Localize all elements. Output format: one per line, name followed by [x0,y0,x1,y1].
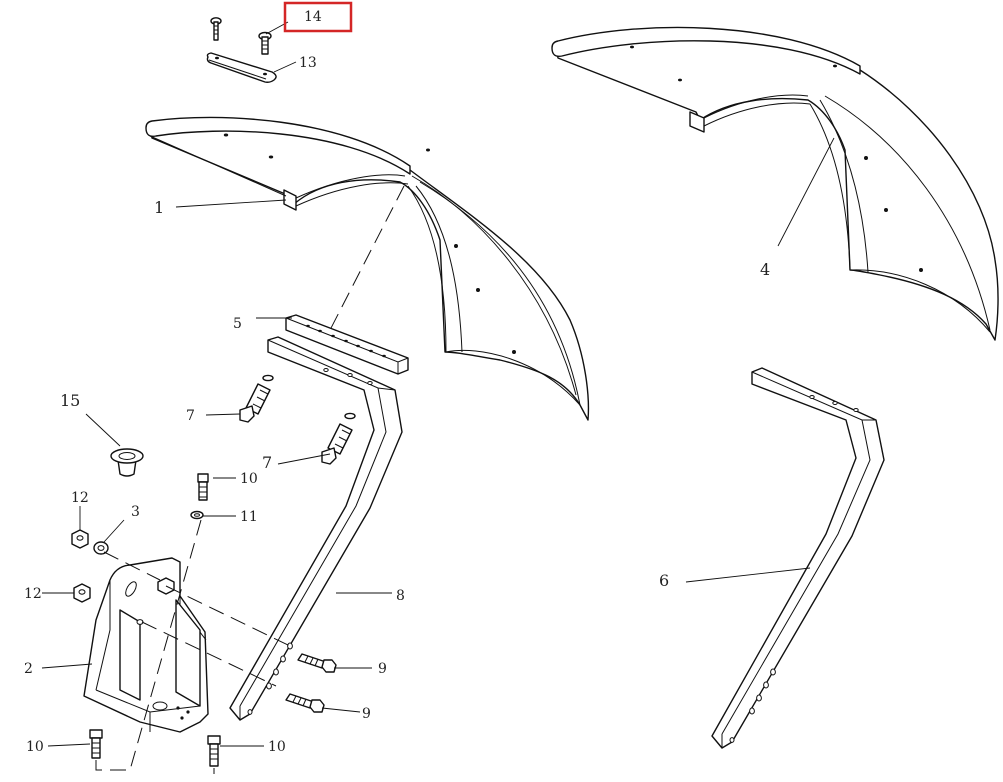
fender-left [145,116,590,421]
mounting-bracket [83,557,209,733]
callout-14-highlight-box [283,1,353,33]
assembly-lines [95,185,405,774]
leader-lines [41,137,835,747]
mounting-bar [285,314,409,375]
bolt-9-upper [297,653,337,673]
bushing [110,448,144,477]
bolt-10-top [197,473,209,501]
callout-13: 13 [299,55,317,71]
support-arm-right [711,367,885,749]
callout-9-lower: 9 [362,706,371,722]
callout-14: 14 [304,9,322,25]
lock-washer-11 [190,510,204,520]
callout-labels: 1 2 3 4 5 6 7 7 8 9 9 10 10 10 11 12 12 … [24,9,770,755]
callout-10-bottom-left: 10 [26,739,44,755]
bolt-7-upper [239,374,274,423]
bolt-9-lower [285,693,325,713]
bolt-10-bottom-right [207,735,221,767]
strap-plate-assembly [206,17,297,83]
callout-9-upper: 9 [378,661,387,677]
callout-8: 8 [396,588,405,604]
strap-plate [206,52,277,83]
callout-5: 5 [233,316,242,332]
callout-3: 3 [131,504,140,520]
nut-12-upper [71,529,89,549]
callout-10-top: 10 [240,471,258,487]
carriage-bolt-left [210,17,222,41]
callout-15: 15 [60,391,80,410]
callout-7-lower: 7 [262,453,272,472]
carriage-bolt-right [258,31,272,55]
callout-1: 1 [154,198,164,217]
support-arm-left [229,336,403,721]
callout-11: 11 [240,509,258,525]
callout-12-upper: 12 [71,490,89,506]
washer-3 [93,541,109,555]
nut-12-lower [73,583,91,603]
callout-4: 4 [760,260,770,279]
callout-10-bottom-right: 10 [268,739,286,755]
callout-7-upper: 7 [186,408,195,424]
bolt-10-bottom-left [89,729,103,759]
callout-12-lower: 12 [24,586,42,602]
callout-2: 2 [24,661,33,677]
bolt-7-lower [321,412,356,465]
callout-6: 6 [659,571,669,590]
fender-right [551,26,999,341]
